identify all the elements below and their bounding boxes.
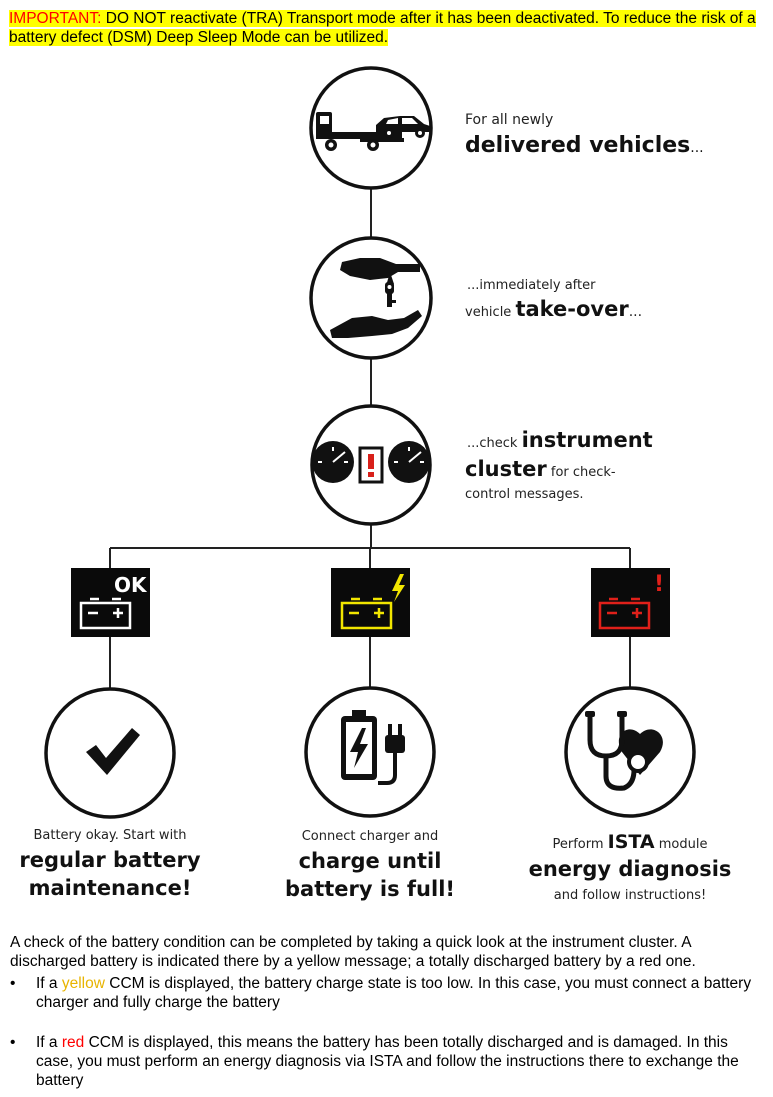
step2-line1: ...immediately after xyxy=(467,278,596,293)
checkmark-icon xyxy=(86,728,140,775)
battery-ok-icon xyxy=(79,597,132,630)
outcome-diagnose-line2: energy diagnosis xyxy=(529,857,732,881)
stethoscope-heart-icon xyxy=(585,711,663,791)
step3-circle xyxy=(310,404,432,526)
outcome-charge-line3: battery is full! xyxy=(285,877,455,901)
tow-truck-icon xyxy=(316,112,430,151)
bullet-color-word: yellow xyxy=(61,975,105,992)
step1-line2: delivered vehicles... xyxy=(465,133,704,158)
lightning-icon xyxy=(392,574,405,602)
outcome-ok-line2: regular battery xyxy=(19,848,200,872)
important-label: IMPORTANT: xyxy=(9,10,102,27)
outcome-charge-line1: Connect charger and xyxy=(302,829,439,844)
bullet-rest: CCM is displayed, this means the battery… xyxy=(36,1034,739,1089)
outcome-circle-charge xyxy=(304,686,436,818)
bullet-red-ccm: • If a red CCM is displayed, this means t… xyxy=(10,1033,765,1090)
ccm-bullet-list: • If a yellow CCM is displayed, the batt… xyxy=(10,974,765,1090)
bullet-color-word: red xyxy=(61,1034,85,1051)
bullet-rest: CCM is displayed, the battery charge sta… xyxy=(36,975,752,1011)
outcome-ok-line3: maintenance! xyxy=(29,876,192,900)
battery-discharged-icon xyxy=(598,597,651,630)
bullet-prefix: If a xyxy=(36,1034,62,1051)
outcome-circle-diagnose xyxy=(564,686,696,818)
battery-check-flowchart: For all newly delivered vehicles... ...i… xyxy=(19,66,732,903)
bullet-yellow-ccm: • If a yellow CCM is displayed, the batt… xyxy=(10,974,765,1012)
key-handover-icon xyxy=(330,258,422,338)
charger-icon xyxy=(341,710,405,785)
outcome-diagnose-line1: Perform ISTA module xyxy=(553,831,708,853)
outcome-charge-line2: charge until xyxy=(299,849,442,873)
bullet-prefix: If a xyxy=(36,975,62,992)
outcome-ok-line1: Battery okay. Start with xyxy=(33,828,186,843)
important-notice: IMPORTANT: DO NOT reactivate (TRA) Trans… xyxy=(9,9,765,47)
important-text: DO NOT reactivate (TRA) Transport mode a… xyxy=(9,10,756,46)
instrument-cluster-icon xyxy=(312,441,430,484)
step3-line3: control messages. xyxy=(465,487,584,502)
status-discharged-mark: ! xyxy=(654,572,664,597)
step1-line1: For all newly xyxy=(465,112,553,128)
status-ok-mark: OK xyxy=(114,573,148,597)
step1-circle xyxy=(309,66,433,190)
outcome-diagnose-line3: and follow instructions! xyxy=(554,888,706,903)
battery-low-icon xyxy=(340,597,393,630)
step2-circle xyxy=(309,236,433,360)
flow-connectors xyxy=(109,189,631,690)
intro-paragraph: A check of the battery condition can be … xyxy=(10,934,696,970)
bullet-marker: • xyxy=(10,1034,16,1051)
bullet-marker: • xyxy=(10,975,16,992)
status-box-discharged: ! xyxy=(591,568,670,637)
status-box-ok: OK xyxy=(71,568,150,637)
status-box-low xyxy=(331,568,410,637)
step2-line2: vehicle take-over... xyxy=(465,297,642,321)
outcome-circle-ok xyxy=(44,687,176,819)
step3-line1: ...check instrument xyxy=(467,428,653,452)
step3-line2: cluster for check- xyxy=(465,457,616,481)
